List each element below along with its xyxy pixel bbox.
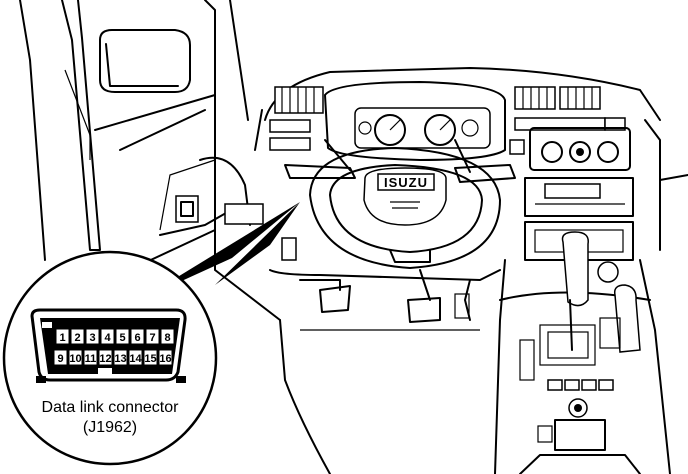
pointer-wedge — [140, 202, 300, 300]
pin-number: 9 — [57, 353, 63, 365]
pin-cell — [100, 328, 115, 345]
instrument-cluster — [324, 81, 506, 161]
speedometer-gauge — [424, 114, 456, 146]
pin-number: 13 — [114, 353, 126, 365]
tachometer-gauge — [374, 114, 406, 146]
transfer-lever — [613, 284, 641, 353]
brand-logo-badge — [377, 173, 435, 191]
center-air-vent-left — [514, 86, 556, 110]
pin-cell — [83, 349, 98, 366]
pin-cell — [130, 328, 145, 345]
pin-cell — [145, 328, 160, 345]
pin-cell — [160, 328, 175, 345]
dlc-face — [40, 318, 180, 374]
pin-cell — [115, 328, 130, 345]
pin-number: 14 — [129, 353, 142, 365]
pin-cell — [68, 349, 83, 366]
console-knob — [597, 261, 619, 283]
door-area — [19, 0, 281, 321]
ashtray — [554, 419, 606, 451]
center-air-vent-right — [559, 86, 601, 110]
pin-number: 16 — [159, 353, 171, 365]
pin-number: 4 — [104, 332, 111, 344]
pin-cell — [85, 328, 100, 345]
brake-pedal — [319, 285, 351, 313]
connector-caption: Data link connector — [42, 399, 180, 416]
climate-control-panel — [529, 127, 631, 171]
pin-number: 1 — [59, 332, 65, 344]
pin-cell — [158, 349, 173, 366]
radio-unit — [524, 177, 634, 217]
pin-number: 2 — [74, 332, 80, 344]
pin-number: 15 — [144, 353, 156, 365]
pin-cell — [98, 349, 113, 366]
accelerator-pedal — [407, 297, 441, 323]
pin-cell — [128, 349, 143, 366]
pin-number: 5 — [119, 332, 125, 344]
pin-number: 12 — [99, 353, 111, 365]
gear-shift-knob — [561, 231, 589, 307]
pin-cell — [113, 349, 128, 366]
pin-cell — [70, 328, 85, 345]
pin-cell — [143, 349, 158, 366]
steering-wheel: ISUZU — [284, 139, 516, 269]
pin-cell — [53, 349, 68, 366]
pin-number: 6 — [134, 332, 140, 344]
pin-cell — [55, 328, 70, 345]
pin-number: 10 — [69, 353, 81, 365]
brand-logo-text: ISUZU — [384, 175, 428, 190]
hood-release-lever — [281, 237, 297, 261]
connector-standard: (J1962) — [83, 419, 137, 436]
dashboard — [254, 67, 688, 261]
pin-number: 11 — [85, 353, 97, 365]
pin-number: 3 — [89, 332, 95, 344]
center-console — [494, 231, 671, 474]
pin-number: 7 — [149, 332, 155, 344]
pin-number: 8 — [164, 332, 170, 344]
left-air-vent — [274, 86, 324, 114]
footwell — [269, 237, 501, 474]
